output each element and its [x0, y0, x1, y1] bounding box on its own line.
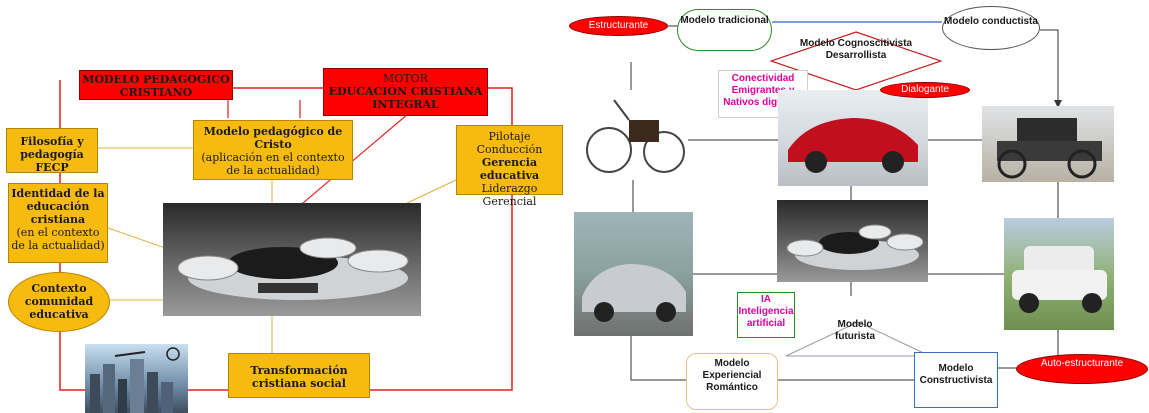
red-sedan-image: [778, 90, 928, 186]
modelo-tradicional-cloud: Modelo tradicional: [677, 9, 772, 51]
modelo-cristo-box: Modelo pedagógico de Cristo (aplicación …: [193, 120, 353, 180]
ia-box: IA Inteligencia artificial: [737, 292, 795, 338]
modelo-pedagogico-title: MODELO PEDAGOGICO CRISTIANO: [79, 70, 233, 100]
city-skyline-icon: [90, 347, 180, 413]
flying-car-right-image: [777, 200, 928, 282]
tricycle-car-icon: [586, 99, 685, 173]
silver-sedan-icon: [582, 264, 686, 322]
estructurante-ellipse: Estructurante: [569, 16, 668, 36]
antique-tricycle-car-image: [584, 90, 688, 180]
modelo-cognoscitivista-label: Modelo Cognoscitivista Desarrollista: [799, 38, 913, 61]
modelo-experiencial-box: Modelo Experiencial Romántico: [686, 353, 778, 410]
dialogante-ellipse: Dialogante: [880, 82, 970, 98]
vintage-fiat-image: [1004, 218, 1114, 330]
silver-sedan-image: [574, 212, 693, 336]
motor-box: MOTOR EDUCACIÓN CRISTIANA INTEGRAL: [323, 68, 488, 116]
classic-car-icon: [997, 118, 1102, 179]
classic-car-image: [982, 106, 1114, 182]
modelo-conductista-ellipse: Modelo conductista: [942, 6, 1040, 50]
filosofia-box: Filosofía y pedagogía FECP: [6, 128, 98, 174]
flying-car-right-icon: [786, 224, 924, 270]
flying-car-icon: [177, 237, 409, 300]
identidad-box: Identidad de la educación cristiana (en …: [8, 183, 108, 263]
autoestructurante-ellipse: Auto-estructurante: [1016, 354, 1148, 384]
red-sedan-icon: [788, 118, 918, 173]
contexto-ellipse: Contexto comunidad educativa: [8, 272, 110, 332]
modelo-futurista-label: Modelo futurista: [835, 319, 875, 342]
modelo-constructivista-box: Modelo Constructivista: [914, 352, 998, 408]
transformacion-box: Transformación cristiana social: [228, 353, 370, 398]
flying-car-image: [163, 203, 421, 316]
vintage-fiat-icon: [1012, 246, 1107, 313]
city-image: [85, 344, 188, 413]
pilotaje-box: Pilotaje Conducción Gerencia educativa L…: [456, 125, 563, 208]
